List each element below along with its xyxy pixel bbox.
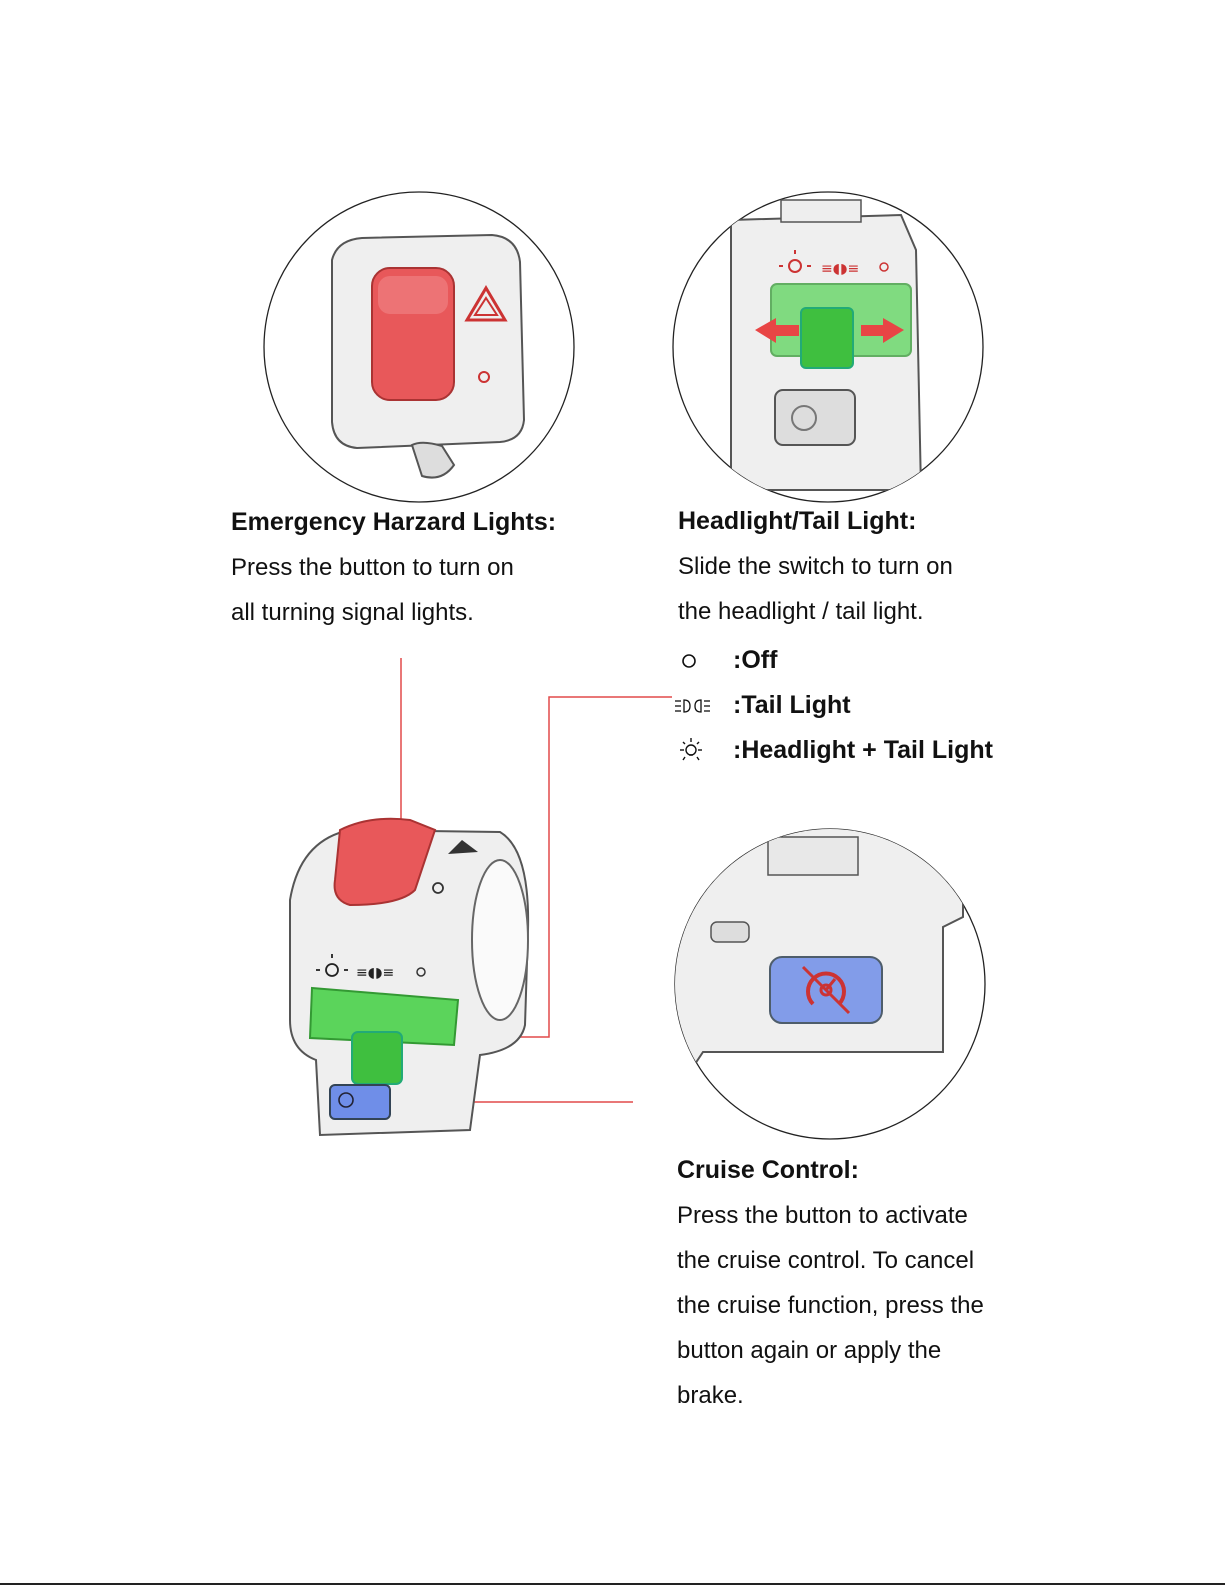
headlight-line: the headlight / tail light. bbox=[678, 598, 924, 625]
headlight-icon bbox=[675, 737, 733, 765]
slide-switch-highlight bbox=[308, 986, 460, 1047]
off-circle-icon bbox=[675, 651, 733, 671]
headlight-section: Headlight/Tail Light: Slide the switch t… bbox=[678, 506, 1098, 634]
svg-text:≡◖◗≡: ≡◖◗≡ bbox=[821, 261, 859, 277]
off-indicator-icon bbox=[478, 371, 490, 383]
legend-label: :Headlight + Tail Light bbox=[733, 736, 993, 764]
slide-switch-knob-highlight bbox=[351, 1031, 403, 1085]
cruise-control-icon bbox=[801, 965, 851, 1015]
hazard-detail-illustration bbox=[262, 190, 576, 504]
legend-row-tail-light: :Tail Light bbox=[675, 683, 851, 728]
hazard-section: Emergency Harzard Lights: Press the butt… bbox=[231, 507, 631, 635]
cruise-line: button again or apply the bbox=[677, 1337, 942, 1364]
slide-left-arrow-icon bbox=[755, 318, 799, 343]
cruise-title: Cruise Control: bbox=[677, 1156, 859, 1184]
legend-label: :Off bbox=[733, 646, 778, 674]
hazard-triangle-icon bbox=[464, 285, 508, 322]
slide-right-arrow-icon bbox=[861, 318, 904, 343]
legend-row-headlight: :Headlight + Tail Light bbox=[675, 728, 993, 773]
legend-row-off: :Off bbox=[675, 638, 777, 683]
hazard-line: Press the button to turn on bbox=[231, 554, 514, 581]
cruise-line: Press the button to activate bbox=[677, 1202, 968, 1229]
headlight-title: Headlight/Tail Light: bbox=[678, 507, 917, 535]
tail-light-icon bbox=[675, 696, 733, 716]
switch-housing-illustration: ≡◖◗≡ bbox=[280, 810, 540, 1150]
cruise-line: brake. bbox=[677, 1382, 744, 1409]
slide-switch-knob-highlight bbox=[800, 307, 854, 369]
headlight-line: Slide the switch to turn on bbox=[678, 553, 953, 580]
headlight-symbol-icon bbox=[316, 954, 348, 977]
cruise-line: the cruise control. To cancel bbox=[677, 1247, 975, 1274]
hazard-line: all turning signal lights. bbox=[231, 599, 474, 626]
hazard-triangle-icon bbox=[448, 840, 478, 854]
headlight-switch-detail-illustration: ≡◖◗≡ bbox=[671, 190, 985, 504]
svg-text:≡◖◗≡: ≡◖◗≡ bbox=[356, 965, 394, 981]
headlight-symbol-icon bbox=[779, 250, 811, 273]
page-bottom-rule bbox=[0, 1583, 1225, 1585]
cruise-section: Cruise Control: Press the button to acti… bbox=[677, 1155, 1097, 1418]
switch-position-legend: :Off :Tail Light bbox=[675, 638, 1095, 778]
cruise-line: the cruise function, press the bbox=[677, 1292, 984, 1319]
cruise-control-detail-illustration bbox=[673, 827, 987, 1141]
hazard-button-highlight bbox=[333, 817, 437, 907]
legend-label: :Tail Light bbox=[733, 691, 851, 719]
hazard-title: Emergency Harzard Lights: bbox=[231, 508, 557, 536]
